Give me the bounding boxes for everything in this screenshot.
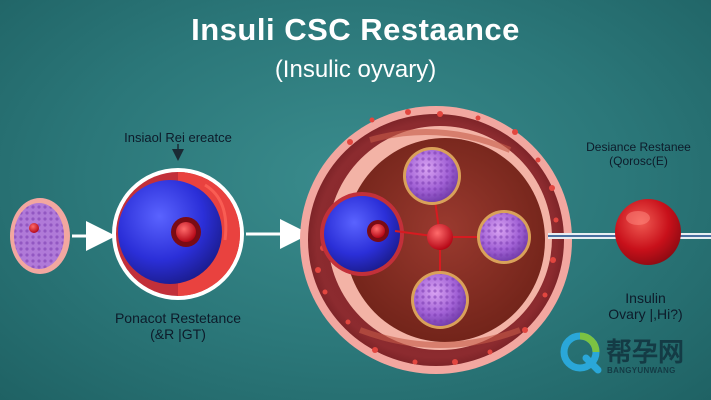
small-cell [10,198,70,274]
watermark-name: 帮孕网 [606,338,685,368]
label-bottom-right: Insulin Ovary |,Hi?) [608,290,683,322]
label-bottom-left: Ponacot Restetance (&R |GT) [114,310,242,342]
central-hub [427,224,453,250]
label-top-right: Desiance Restanee (Qorosc(E) [586,140,691,168]
ovary-particles [315,109,559,365]
insulin-ball [548,199,711,265]
q-logo-icon [560,332,602,374]
ovary-blue-cell [320,192,404,276]
diagram-subtitle: (Insulic oyvary) [274,56,437,83]
follicle-top [403,147,461,205]
label-top-center: Insiaol Rei ereatce [124,130,232,145]
follicle-bottom [411,271,469,329]
follicle-right [477,210,531,264]
watermark-sub: BANGYUNWANG [607,366,676,375]
diagram-title: Insuli CSC Restaance [191,12,520,47]
resistant-cell [112,168,244,300]
watermark: 帮孕网 BANGYUNWANG [560,330,710,390]
